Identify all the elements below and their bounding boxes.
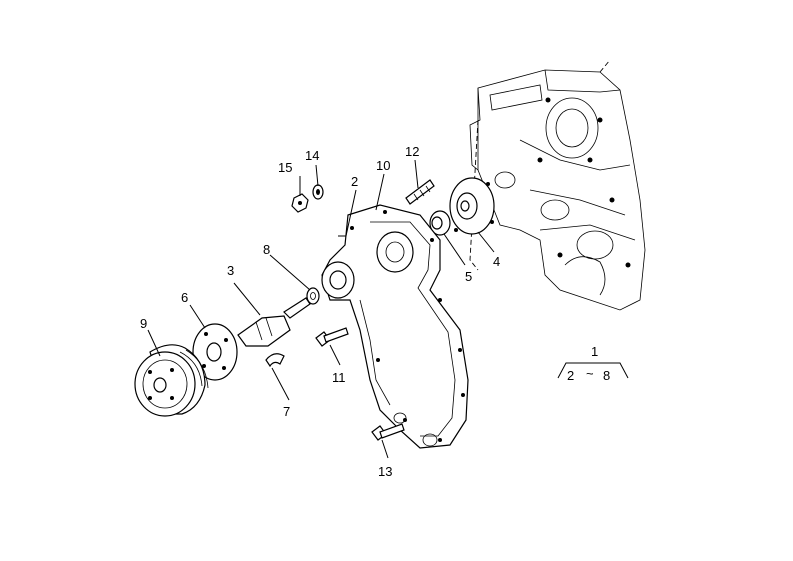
- part-14-washer: [312, 184, 324, 200]
- part-7-clip: [265, 353, 285, 368]
- part-12-stud: [405, 179, 435, 205]
- callout-13: 13: [378, 464, 392, 479]
- assembly-group-reference: 1 2 ~ 8: [557, 344, 629, 383]
- part-5-bearing: [429, 210, 451, 236]
- leader-lines: [147, 159, 495, 459]
- callout-7: 7: [283, 404, 290, 419]
- part-11-bolt: [315, 327, 349, 347]
- callout-8: 8: [263, 242, 270, 257]
- part-4-seal-plate: [449, 177, 495, 235]
- group-ref-separator: ~: [586, 366, 594, 381]
- group-ref-right: 8: [603, 368, 610, 383]
- part-13-bolt: [371, 423, 405, 441]
- group-ref-top: 1: [591, 344, 598, 359]
- callout-12: 12: [405, 144, 419, 159]
- part-2-pump-housing: [321, 204, 469, 449]
- callout-3: 3: [227, 263, 234, 278]
- callout-15: 15: [278, 160, 292, 175]
- callout-14: 14: [305, 148, 319, 163]
- callout-5: 5: [465, 269, 472, 284]
- callout-6: 6: [181, 290, 188, 305]
- callout-10: 10: [376, 158, 390, 173]
- engine-block: [469, 59, 646, 311]
- callout-2: 2: [351, 174, 358, 189]
- group-ref-left: 2: [567, 368, 574, 383]
- part-15-nut: [291, 193, 309, 213]
- callout-9: 9: [140, 316, 147, 331]
- part-9-pulley: [134, 344, 209, 417]
- part-8-washer: [306, 287, 320, 305]
- part-6-hub-flange: [192, 323, 238, 381]
- part-3-shaft: [237, 297, 311, 347]
- callouts: 9 6 3 8 7 11 13 15 14 2 10 12 5 4: [140, 144, 500, 479]
- callout-11: 11: [332, 370, 346, 385]
- callout-4: 4: [493, 254, 500, 269]
